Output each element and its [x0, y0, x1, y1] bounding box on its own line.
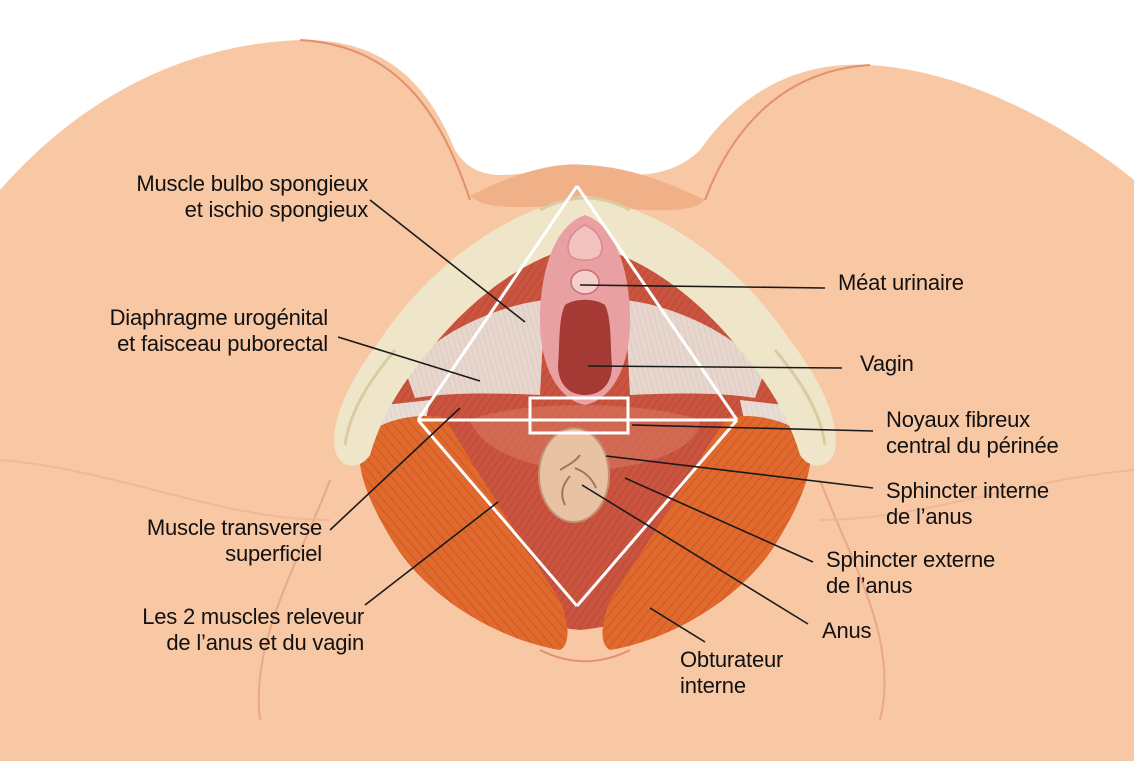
label-noyaux-fibreux: Noyaux fibreux central du périnée	[886, 407, 1059, 459]
label-line: Sphincter externe	[826, 547, 996, 572]
label-line: et ischio spongieux	[184, 197, 369, 222]
label-meat-urinaire: Méat urinaire	[838, 270, 964, 296]
label-line: Obturateur	[680, 647, 784, 672]
label-line: Anus	[822, 618, 872, 643]
leader-anus	[581, 484, 809, 625]
leader-sphincter-externe	[624, 477, 814, 563]
label-line: Sphincter interne	[886, 478, 1049, 503]
vagina-opening	[558, 299, 612, 395]
label-line: Méat urinaire	[838, 270, 964, 295]
leader-vagin	[587, 365, 843, 369]
leader-obturateur	[649, 607, 706, 643]
label-muscle-transverse: Muscle transverse superficiel	[147, 515, 322, 567]
leader-releveur	[364, 501, 499, 606]
label-diaphragme-urogenital: Diaphragme urogénital et faisceau pubore…	[109, 305, 329, 357]
label-line: Muscle bulbo spongieux	[136, 171, 368, 196]
label-vagin: Vagin	[860, 351, 914, 377]
label-line: interne	[680, 673, 746, 698]
label-line: central du périnée	[886, 433, 1059, 458]
label-line: Vagin	[860, 351, 914, 376]
anus-region	[538, 427, 610, 523]
label-line: Noyaux fibreux	[886, 407, 1030, 432]
label-muscle-bulbo-spongieux: Muscle bulbo spongieux et ischio spongie…	[136, 171, 368, 223]
label-line: de l’anus et du vagin	[166, 630, 364, 655]
urinary-meatus	[570, 269, 600, 295]
leader-bulbo	[369, 199, 526, 323]
label-releveur-anus: Les 2 muscles releveur de l’anus et du v…	[142, 604, 364, 656]
leader-diaphragme	[337, 336, 481, 382]
label-line: Les 2 muscles releveur	[142, 604, 364, 629]
leader-meat	[579, 284, 826, 289]
leader-lines	[329, 199, 874, 643]
leader-transverse	[329, 407, 461, 531]
label-line: Muscle transverse	[146, 515, 322, 540]
label-sphincter-interne: Sphincter interne de l’anus	[886, 478, 1049, 530]
perineal-body-box	[528, 396, 630, 435]
label-line: de l’anus	[886, 504, 973, 529]
vulva	[540, 215, 630, 405]
perineum-diamond	[416, 185, 739, 607]
label-anus: Anus	[822, 618, 872, 644]
label-line: de l’anus	[826, 573, 913, 598]
label-obturateur-interne: Obturateur interne	[680, 647, 783, 699]
leader-noyaux	[631, 424, 874, 432]
leader-sphincter-interne	[605, 455, 874, 489]
label-line: superficiel	[225, 541, 322, 566]
label-line: et faisceau puborectal	[117, 331, 328, 356]
label-line: Diaphragme urogénital	[109, 305, 329, 330]
label-sphincter-externe: Sphincter externe de l’anus	[826, 547, 995, 599]
